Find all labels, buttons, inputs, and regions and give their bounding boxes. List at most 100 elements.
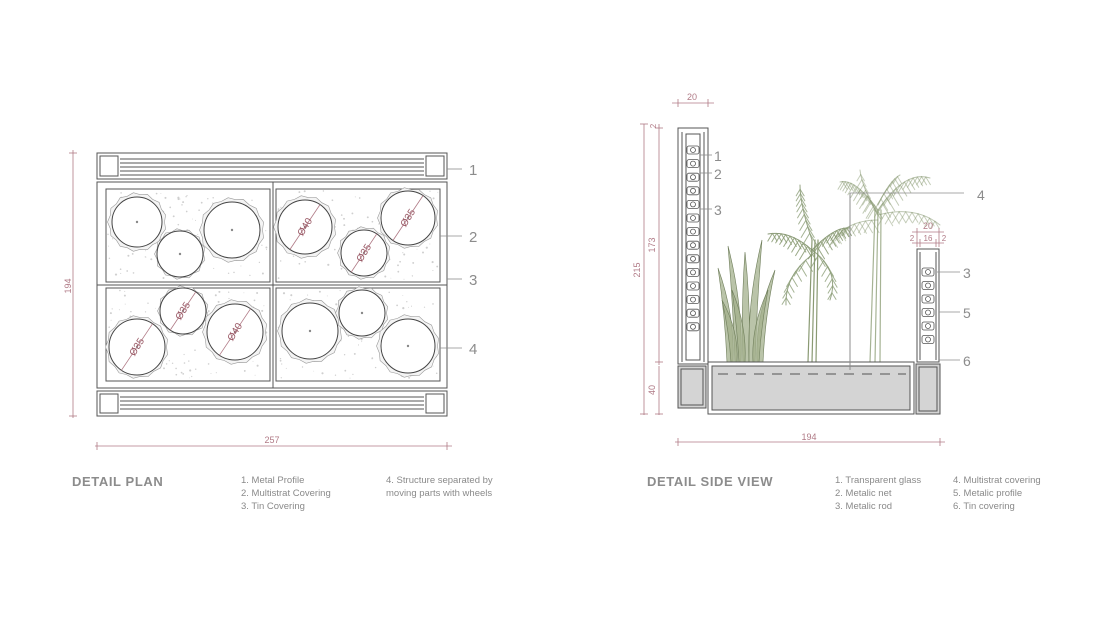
texture-dot [399, 260, 401, 263]
palm-leaflet [837, 181, 844, 190]
texture-dot [197, 233, 199, 235]
palm-leaflet [905, 212, 913, 223]
rod-hole [690, 296, 696, 303]
texture-dot [280, 377, 282, 379]
texture-dot [293, 255, 295, 257]
palm-leaflet [801, 202, 808, 213]
side-dim-top-width: 20 [687, 92, 697, 102]
side-legend-item: 4. Multistrat covering [953, 475, 1041, 486]
side-callout-3: 3 [714, 202, 722, 218]
rod-frame [686, 240, 700, 250]
palm-leaflet [908, 179, 916, 191]
palm-leaflet [867, 195, 874, 206]
texture-dot [411, 275, 414, 277]
palm-leaflet [799, 219, 807, 231]
texture-dot [185, 196, 187, 198]
palm-leaflet [860, 189, 866, 199]
texture-dot [390, 277, 392, 279]
palm-leaflet [844, 181, 851, 191]
texture-dot [258, 261, 261, 264]
texture-dot [408, 306, 410, 308]
texture-dot [163, 367, 165, 370]
texture-dot [182, 372, 185, 375]
rod-hole [690, 215, 696, 221]
texture-dot [144, 311, 147, 313]
texture-dot [119, 268, 122, 271]
texture-dot [210, 373, 212, 375]
side-dim-lower-height: 40 [647, 385, 657, 395]
pot-center [230, 228, 234, 232]
texture-dot [280, 206, 282, 208]
texture-dot [384, 275, 387, 278]
rod-frame [686, 159, 700, 169]
snake-leaf [752, 289, 769, 363]
palm-leaflet [911, 176, 918, 187]
diameter-line [169, 291, 197, 331]
texture-dot [412, 261, 415, 264]
texture-dot [349, 377, 351, 379]
rod-frame [686, 145, 700, 155]
side-legend-item: 3. Metalic rod [835, 501, 893, 512]
texture-dot [339, 290, 341, 292]
palm-leaflet [884, 211, 893, 225]
palm-leaflet [827, 265, 834, 277]
rod-hole [690, 147, 696, 153]
rod-hole [925, 323, 931, 329]
rod-hole [925, 336, 931, 343]
texture-dot [194, 219, 197, 221]
texture-dot [109, 312, 112, 315]
texture-dot [110, 319, 112, 321]
texture-dot [181, 204, 183, 206]
palm-leaflet [858, 184, 864, 193]
side-left-column [677, 127, 709, 365]
texture-dot [353, 352, 356, 355]
texture-dot [150, 258, 153, 261]
palm-leaflet [830, 230, 838, 241]
texture-dot [130, 310, 132, 313]
palm-leaflet [796, 202, 803, 213]
texture-dot [279, 359, 282, 362]
plan-dimensions [69, 150, 452, 450]
texture-dot [313, 370, 315, 372]
palm-leaflet [912, 213, 919, 224]
palm-leaflet [859, 221, 867, 234]
plan-bottom-profile [96, 390, 448, 417]
texture-dot [421, 251, 425, 254]
palm-leaflet [886, 188, 894, 200]
texture-dot [318, 290, 321, 293]
palm-leaflet [781, 297, 787, 305]
plan-top-profile [96, 152, 448, 180]
texture-dot [371, 358, 373, 360]
palm-leaflet [767, 232, 773, 242]
texture-dot [378, 223, 380, 225]
side-dim-width: 194 [801, 432, 816, 442]
side-right-column [916, 248, 940, 363]
texture-dot [396, 304, 398, 307]
palm-leaflet [865, 220, 873, 234]
texture-dot [169, 206, 172, 209]
rod-frame [921, 267, 935, 277]
texture-dot [285, 367, 287, 369]
palm-leaflet [867, 207, 875, 220]
side-legend-item: 5. Metalic profile [953, 488, 1023, 499]
texture-dot [437, 191, 439, 193]
palm-leaflet [788, 283, 795, 293]
diameter-line [392, 195, 424, 241]
palm-trunk [811, 239, 816, 363]
texture-dot [164, 196, 167, 199]
diameter-line [289, 204, 321, 250]
palm-leaflet [824, 272, 831, 282]
palm-leaflet [850, 182, 857, 194]
rod-hole [690, 255, 696, 262]
texture-dot [256, 292, 259, 294]
palm-leaflet [898, 211, 907, 223]
palm-leaflet [840, 231, 847, 242]
palm-leaflet [902, 179, 910, 191]
side-callout-4: 4 [977, 187, 985, 203]
texture-dot [127, 254, 130, 257]
texture-dot [206, 311, 209, 314]
texture-dot [160, 192, 162, 194]
texture-dot [431, 261, 434, 264]
texture-dot [344, 369, 347, 372]
